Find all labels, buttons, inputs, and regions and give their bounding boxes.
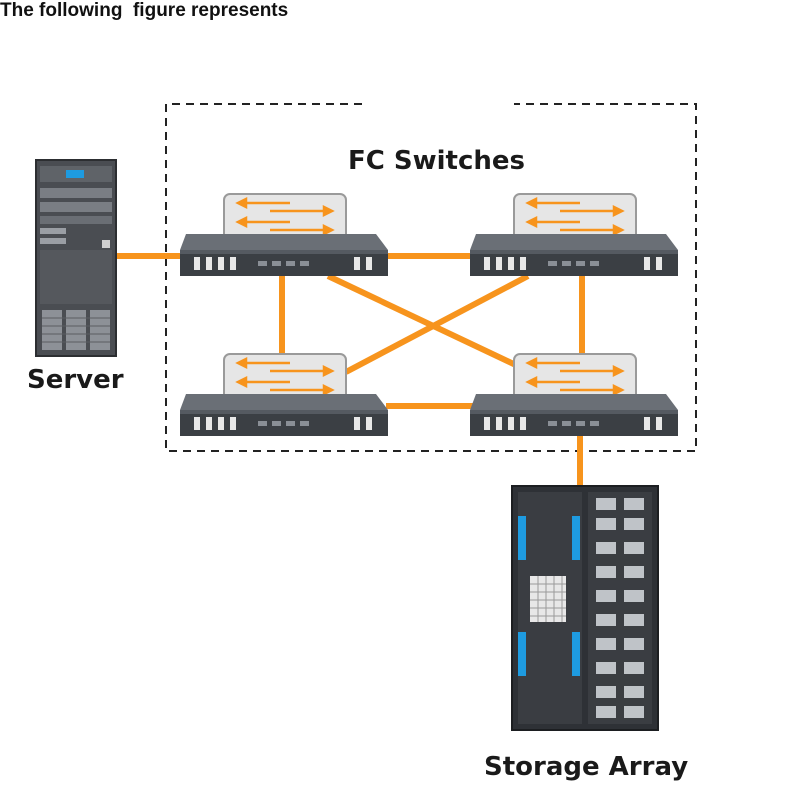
link-cross-a — [326, 273, 524, 371]
fc-switch-top-left — [178, 192, 390, 278]
server-icon — [35, 159, 117, 357]
fc-switches-label: FC Switches — [348, 146, 526, 176]
link-cross-b — [344, 273, 530, 375]
fc-links — [116, 253, 585, 486]
fc-switch-top-right — [468, 192, 680, 278]
intro-text: The following figure represents — [0, 0, 289, 21]
server-label: Server — [27, 365, 124, 395]
storage-array-icon — [511, 485, 659, 731]
fc-switch-bottom-right — [468, 352, 680, 438]
storage-array-label: Storage Array — [484, 752, 689, 782]
